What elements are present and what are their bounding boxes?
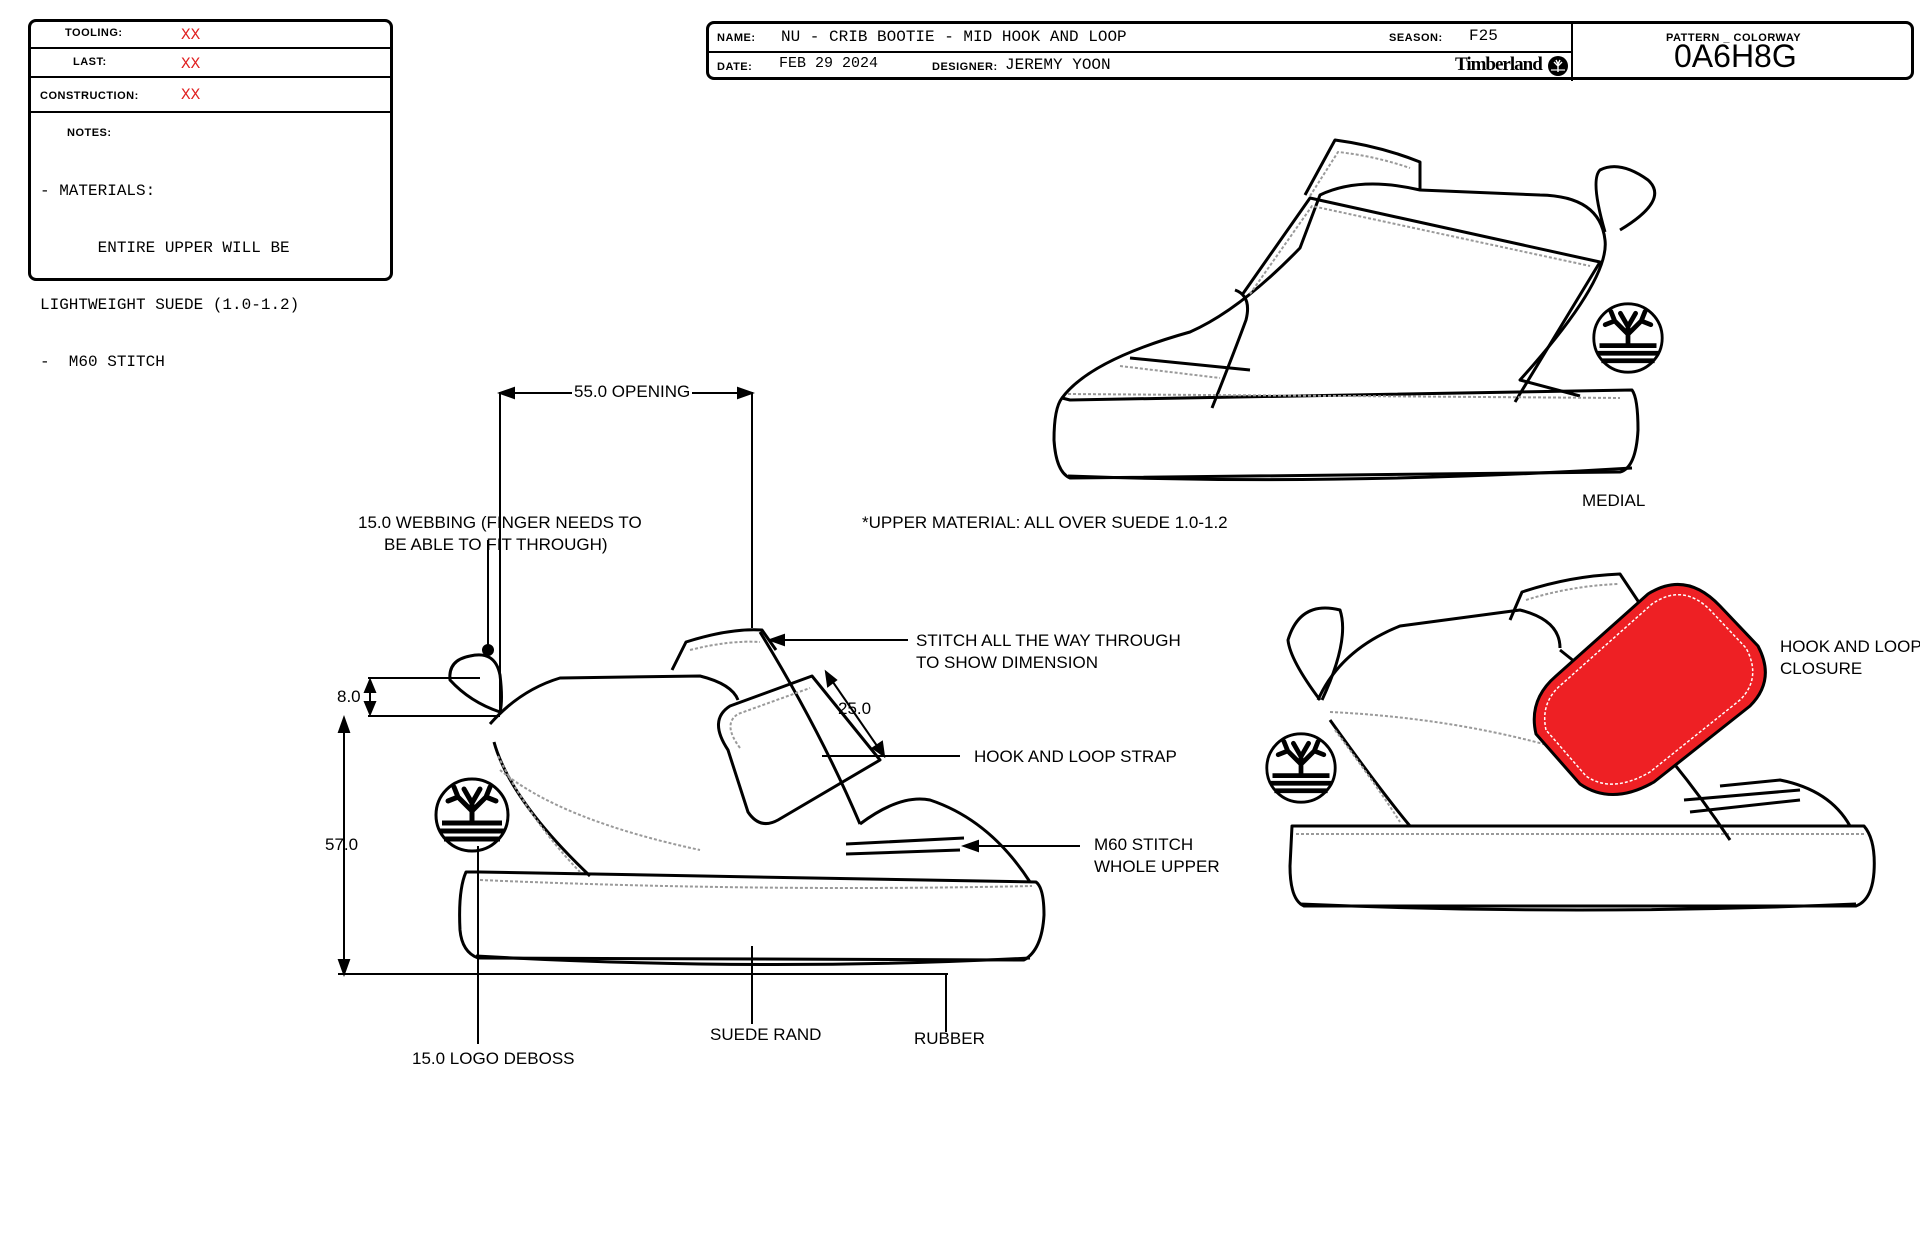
stitch-note-line1: STITCH ALL THE WAY THROUGH [916,631,1181,650]
closure-pull-loop [1286,606,1345,701]
notes-line: - M60 STITCH [40,353,165,371]
medial-upper [1060,182,1607,399]
closure-label-line1: HOOK AND LOOP [1780,637,1920,656]
construction-label: CONSTRUCTION: [40,90,139,102]
closure-sole [1288,824,1876,908]
name-label: NAME: [717,32,756,44]
spec-divider [31,47,390,49]
last-label: LAST: [73,56,107,68]
closure-collar [1508,572,1642,621]
last-value: XX [181,55,201,73]
designer-value: JEREMY YOON [1005,56,1111,74]
lateral-rubber-line [475,954,1031,967]
closure-label-line2: CLOSURE [1780,659,1863,678]
medial-view-shoe [1052,138,1657,482]
timberland-tree-logo-icon [436,779,508,851]
medial-view-label: MEDIAL [1582,491,1646,510]
rubber-label: RUBBER [914,1029,985,1048]
date-value: FEB 29 2024 [779,55,879,72]
pattern-label: PATTERN _ COLORWAY [1666,32,1802,44]
dimension-lines [337,386,1080,1044]
opening-dimension-label: 55.0 OPENING [572,381,693,403]
designer-label: DESIGNER: [932,61,998,73]
tooling-label: TOOLING: [65,27,123,39]
medial-strap [1240,196,1602,403]
brand-wordmark: Timberland [1455,54,1543,75]
season-value: F25 [1469,27,1498,45]
stitch-note-line2: TO SHOW DIMENSION [916,653,1098,672]
title-divider [709,51,1571,53]
lateral-collar [670,628,778,671]
height-8-dimension: 8.0 [337,687,361,706]
notes-line: - MATERIALS: [40,182,156,200]
notes-label: NOTES: [67,127,112,139]
lateral-pull-loop [448,653,503,714]
timberland-tree-logo-icon [1548,56,1568,76]
webbing-label-line1: 15.0 WEBBING (FINGER NEEDS TO [358,513,642,532]
name-value: NU - CRIB BOOTIE - MID HOOK AND LOOP [781,28,1127,46]
lateral-view-shoe [448,628,1046,967]
title-block: NAME: NU - CRIB BOOTIE - MID HOOK AND LO… [706,21,1914,81]
medial-rubber-line [1067,466,1633,482]
hook-and-loop-closure-patch [1532,582,1767,796]
spec-divider [31,111,390,113]
medial-collar [1303,138,1422,196]
suede-rand-label: SUEDE RAND [710,1025,822,1044]
webbing-label-line2: BE ABLE TO FIT THROUGH) [384,535,608,554]
logo-deboss-label: 15.0 LOGO DEBOSS [412,1049,575,1068]
strap-width-dimension: 25.0 [838,699,872,718]
notes-line: LIGHTWEIGHT SUEDE (1.0-1.2) [40,296,300,314]
lateral-stitch-band [845,836,965,856]
lateral-strap [717,674,882,826]
notes-line: ENTIRE UPPER WILL BE [40,239,290,257]
medial-pull-loop [1594,165,1657,233]
hook-loop-strap-label: HOOK AND LOOP STRAP [974,747,1177,766]
spec-divider [31,76,390,78]
title-divider [1571,22,1573,81]
timberland-tree-logo-icon [1267,734,1335,802]
tooling-value: XX [181,26,201,44]
date-label: DATE: [717,61,753,73]
construction-value: XX [181,86,201,104]
m60-stitch-line2: WHOLE UPPER [1094,857,1220,876]
pattern-value: 0A6H8G [1674,38,1797,74]
m60-stitch-line1: M60 STITCH [1094,835,1194,854]
lateral-sole [458,870,1046,962]
notes-text: - MATERIALS: ENTIRE UPPER WILL BE LIGHTW… [40,144,299,410]
spec-box: TOOLING: XX LAST: XX CONSTRUCTION: XX NO… [28,19,393,371]
upper-material-note: *UPPER MATERIAL: ALL OVER SUEDE 1.0-1.2 [862,513,1228,532]
medial-sole [1052,388,1640,480]
timberland-tree-logo-icon [1594,304,1662,372]
season-label: SEASON: [1389,32,1443,44]
height-57-dimension: 57.0 [325,835,359,854]
